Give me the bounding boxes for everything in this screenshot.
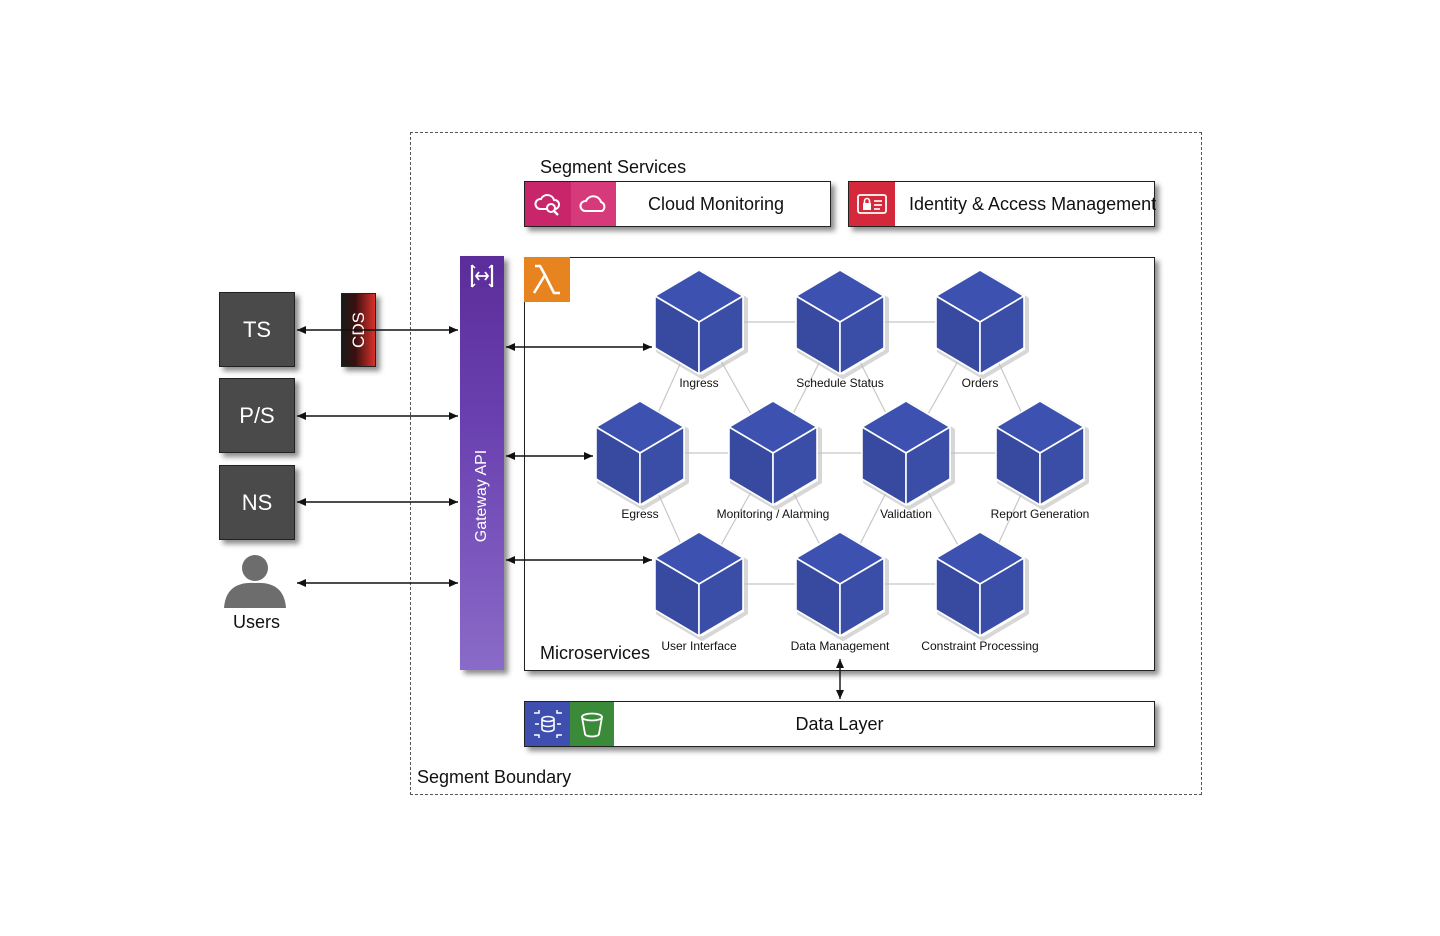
cloud-monitoring-label: Cloud Monitoring xyxy=(648,193,785,214)
microservices-title: Microservices xyxy=(540,643,651,663)
cube-egress-icon xyxy=(595,400,689,510)
node-label-orders: Orders xyxy=(961,376,999,390)
cube-data-management-icon xyxy=(795,531,889,641)
id-card-lock-icon xyxy=(849,182,895,226)
node-label-validation: Validation xyxy=(880,507,932,521)
cube-report-generation-icon xyxy=(995,400,1089,510)
node-label-report-generation: Report Generation xyxy=(990,507,1090,521)
cube-constraint-processing-icon xyxy=(935,531,1029,641)
cube-monitoring-icon xyxy=(728,400,822,510)
cloud-search-icon xyxy=(525,182,571,226)
iam-bar: Identity & Access Management xyxy=(848,181,1157,227)
gateway-api-bar: Gateway API xyxy=(460,256,504,670)
cube-validation-icon xyxy=(861,400,955,510)
node-label-ingress: Ingress xyxy=(679,376,719,390)
api-gateway-icon xyxy=(466,260,498,292)
node-label-schedule-status: Schedule Status xyxy=(796,376,884,390)
cube-schedule-status-icon xyxy=(795,269,889,379)
users-label: Users xyxy=(233,612,281,632)
cube-ingress-icon xyxy=(654,269,748,379)
ts-box: TS xyxy=(219,292,295,367)
segment-boundary xyxy=(410,132,1202,795)
ps-box: P/S xyxy=(219,378,295,453)
node-label-data-management: Data Management xyxy=(790,639,890,653)
database-migration-icon xyxy=(525,702,570,746)
ns-box: NS xyxy=(219,465,295,540)
data-layer-label: Data Layer xyxy=(795,713,884,734)
user-icon xyxy=(222,553,288,609)
node-label-user-interface: User Interface xyxy=(661,639,737,653)
cube-orders-icon xyxy=(935,269,1029,379)
segment-boundary-label: Segment Boundary xyxy=(417,767,572,787)
node-label-egress: Egress xyxy=(621,507,659,521)
segment-services-title: Segment Services xyxy=(540,157,687,177)
data-layer-bar: Data Layer xyxy=(524,701,1155,747)
cloud-icon xyxy=(571,182,616,226)
node-label-constraint-processing: Constraint Processing xyxy=(921,639,1039,653)
cloud-monitoring-bar: Cloud Monitoring xyxy=(524,181,831,227)
iam-label: Identity & Access Management xyxy=(909,193,1157,214)
cube-user-interface-icon xyxy=(654,531,748,641)
lambda-icon xyxy=(524,257,570,302)
storage-bucket-icon xyxy=(570,702,614,746)
node-label-monitoring: Monitoring / Alarming xyxy=(716,507,830,521)
